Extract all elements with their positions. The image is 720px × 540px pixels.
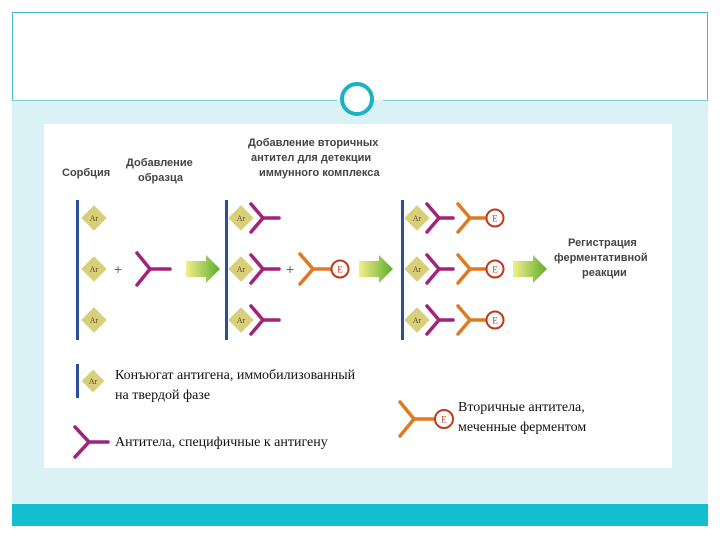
legend-conjugate-text-2: на твердой фазе: [115, 388, 210, 403]
bound-primary-antibody: [249, 202, 281, 336]
enzyme-label: E: [485, 310, 505, 330]
step-label-registration-2: ферментативной: [554, 252, 648, 264]
secondary-antibody: E: [298, 252, 350, 286]
legend-enzyme-icon: [434, 409, 454, 429]
elisa-diagram: Сорбция Добавление образца Добавление вт…: [44, 124, 672, 468]
legend-conjugate: Ar Конъюгат антигена, иммобилизованный н…: [76, 364, 356, 403]
antigen-marker: Ar: [404, 205, 430, 231]
enzyme-label: E: [485, 259, 505, 279]
antigen-marker: Ar: [81, 256, 107, 282]
svg-text:Ar: Ar: [237, 265, 246, 274]
step-label-sorption: Сорбция: [62, 167, 110, 179]
legend-antigen-icon: Ar: [81, 369, 105, 393]
plus-sign: +: [114, 261, 122, 277]
svg-text:E: E: [337, 265, 343, 275]
svg-text:Ar: Ar: [90, 214, 99, 223]
legend-secondary-text-2: меченные ферментом: [458, 420, 586, 435]
svg-text:Ar: Ar: [237, 316, 246, 325]
step-label-sample-2: образца: [138, 172, 184, 184]
stage-immune-complex: Ar Ar Ar: [225, 200, 281, 340]
svg-text:E: E: [492, 265, 498, 275]
step-label-registration-1: Регистрация: [568, 237, 637, 249]
svg-text:E: E: [492, 316, 498, 326]
footer-bar: [12, 504, 708, 526]
header-divider-left: [12, 100, 337, 101]
step-label-secondary-3: иммунного комплекса: [259, 167, 381, 179]
legend-plate-icon: [76, 364, 79, 398]
legend-primary-antibody-icon: [73, 425, 110, 459]
antigen-marker: Ar: [81, 205, 107, 231]
antigen-marker: Ar: [228, 205, 254, 231]
bound-primary-antibody: [425, 202, 455, 336]
antigen-marker: Ar: [228, 307, 254, 333]
antigen-marker: Ar: [81, 307, 107, 333]
antigen-marker: Ar: [228, 256, 254, 282]
header-divider-right: [383, 100, 708, 101]
stage-sorption: Ar Ar Ar: [76, 200, 107, 340]
legend-conjugate-text-1: Конъюгат антигена, иммобилизованный: [115, 368, 356, 383]
header-ring-ornament: [340, 82, 374, 116]
stage-detection: Ar Ar Ar: [401, 200, 505, 340]
step-label-sample-1: Добавление: [126, 157, 193, 169]
svg-text:Ar: Ar: [413, 214, 422, 223]
svg-text:Ar: Ar: [89, 377, 98, 386]
svg-text:Ar: Ar: [413, 265, 422, 274]
svg-text:Ar: Ar: [90, 265, 99, 274]
process-arrow: [359, 255, 393, 283]
svg-text:E: E: [441, 415, 447, 425]
legend-secondary-text-1: Вторичные антитела,: [458, 400, 585, 415]
step-label-secondary-1: Добавление вторичных: [248, 137, 379, 149]
step-label-secondary-2: антител для детекции: [251, 152, 371, 164]
svg-text:Ar: Ar: [90, 316, 99, 325]
solid-phase-plate: [401, 200, 404, 340]
plus-sign: +: [286, 261, 294, 277]
antigen-marker: Ar: [404, 307, 430, 333]
process-arrow: [186, 255, 220, 283]
step-label-registration-3: реакции: [582, 267, 627, 279]
antigen-marker: Ar: [404, 256, 430, 282]
enzyme-label: E: [485, 208, 505, 228]
legend-antibodies-text: Антитела, специфичные к антигену: [115, 435, 328, 450]
legend-secondary-antibody: E Вторичные антитела, меченные ферментом: [398, 400, 586, 438]
legend-secondary-antibody-icon: [398, 400, 436, 438]
svg-text:E: E: [492, 214, 498, 224]
enzyme-label: [330, 259, 350, 279]
svg-text:Ar: Ar: [237, 214, 246, 223]
svg-text:Ar: Ar: [413, 316, 422, 325]
solid-phase-plate: [225, 200, 228, 340]
solid-phase-plate: [76, 200, 79, 340]
legend-primary-antibody: Антитела, специфичные к антигену: [73, 425, 328, 459]
process-arrow: [513, 255, 547, 283]
primary-antibody: [135, 251, 172, 287]
bound-secondary-antibody: [456, 202, 487, 336]
